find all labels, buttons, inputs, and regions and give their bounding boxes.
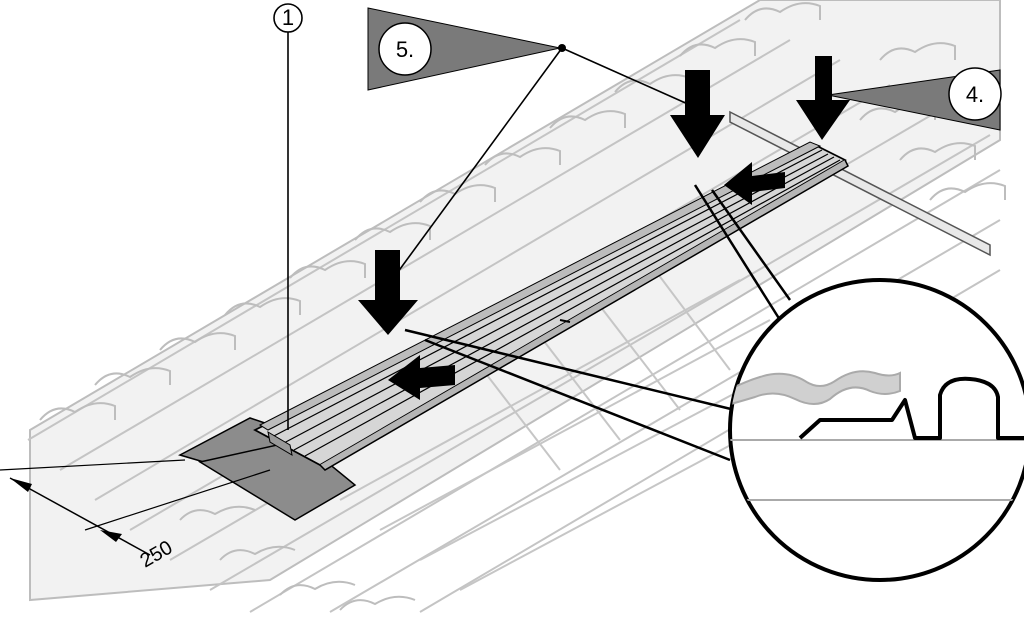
tile-cross-section — [730, 370, 901, 409]
item-callout-1: 1 — [273, 3, 303, 430]
press-down-arrows — [358, 56, 850, 335]
detail-magnifier — [728, 278, 1024, 582]
tile-waves — [39, 2, 1006, 421]
dimension-arrowhead — [100, 530, 122, 542]
down-arrow-icon — [796, 56, 850, 140]
step-4-label: 4. — [966, 82, 984, 107]
step-4-tag: 4. — [827, 67, 1002, 131]
left-arrow-icon — [724, 162, 785, 205]
dimension-arrowhead — [10, 478, 32, 492]
lower-tile-waves — [179, 505, 416, 611]
detail-leader-lines — [404, 184, 792, 462]
down-arrow-icon — [358, 250, 418, 335]
push-arrows — [388, 162, 785, 400]
profile-cross-section — [798, 376, 1024, 440]
step-5-tag: 5. — [367, 7, 691, 281]
left-arrow-icon — [388, 355, 455, 400]
down-arrow-icon — [670, 70, 725, 158]
step-5-label: 5. — [396, 37, 414, 62]
mounting-rail — [729, 110, 991, 257]
item-number-1: 1 — [282, 5, 294, 30]
